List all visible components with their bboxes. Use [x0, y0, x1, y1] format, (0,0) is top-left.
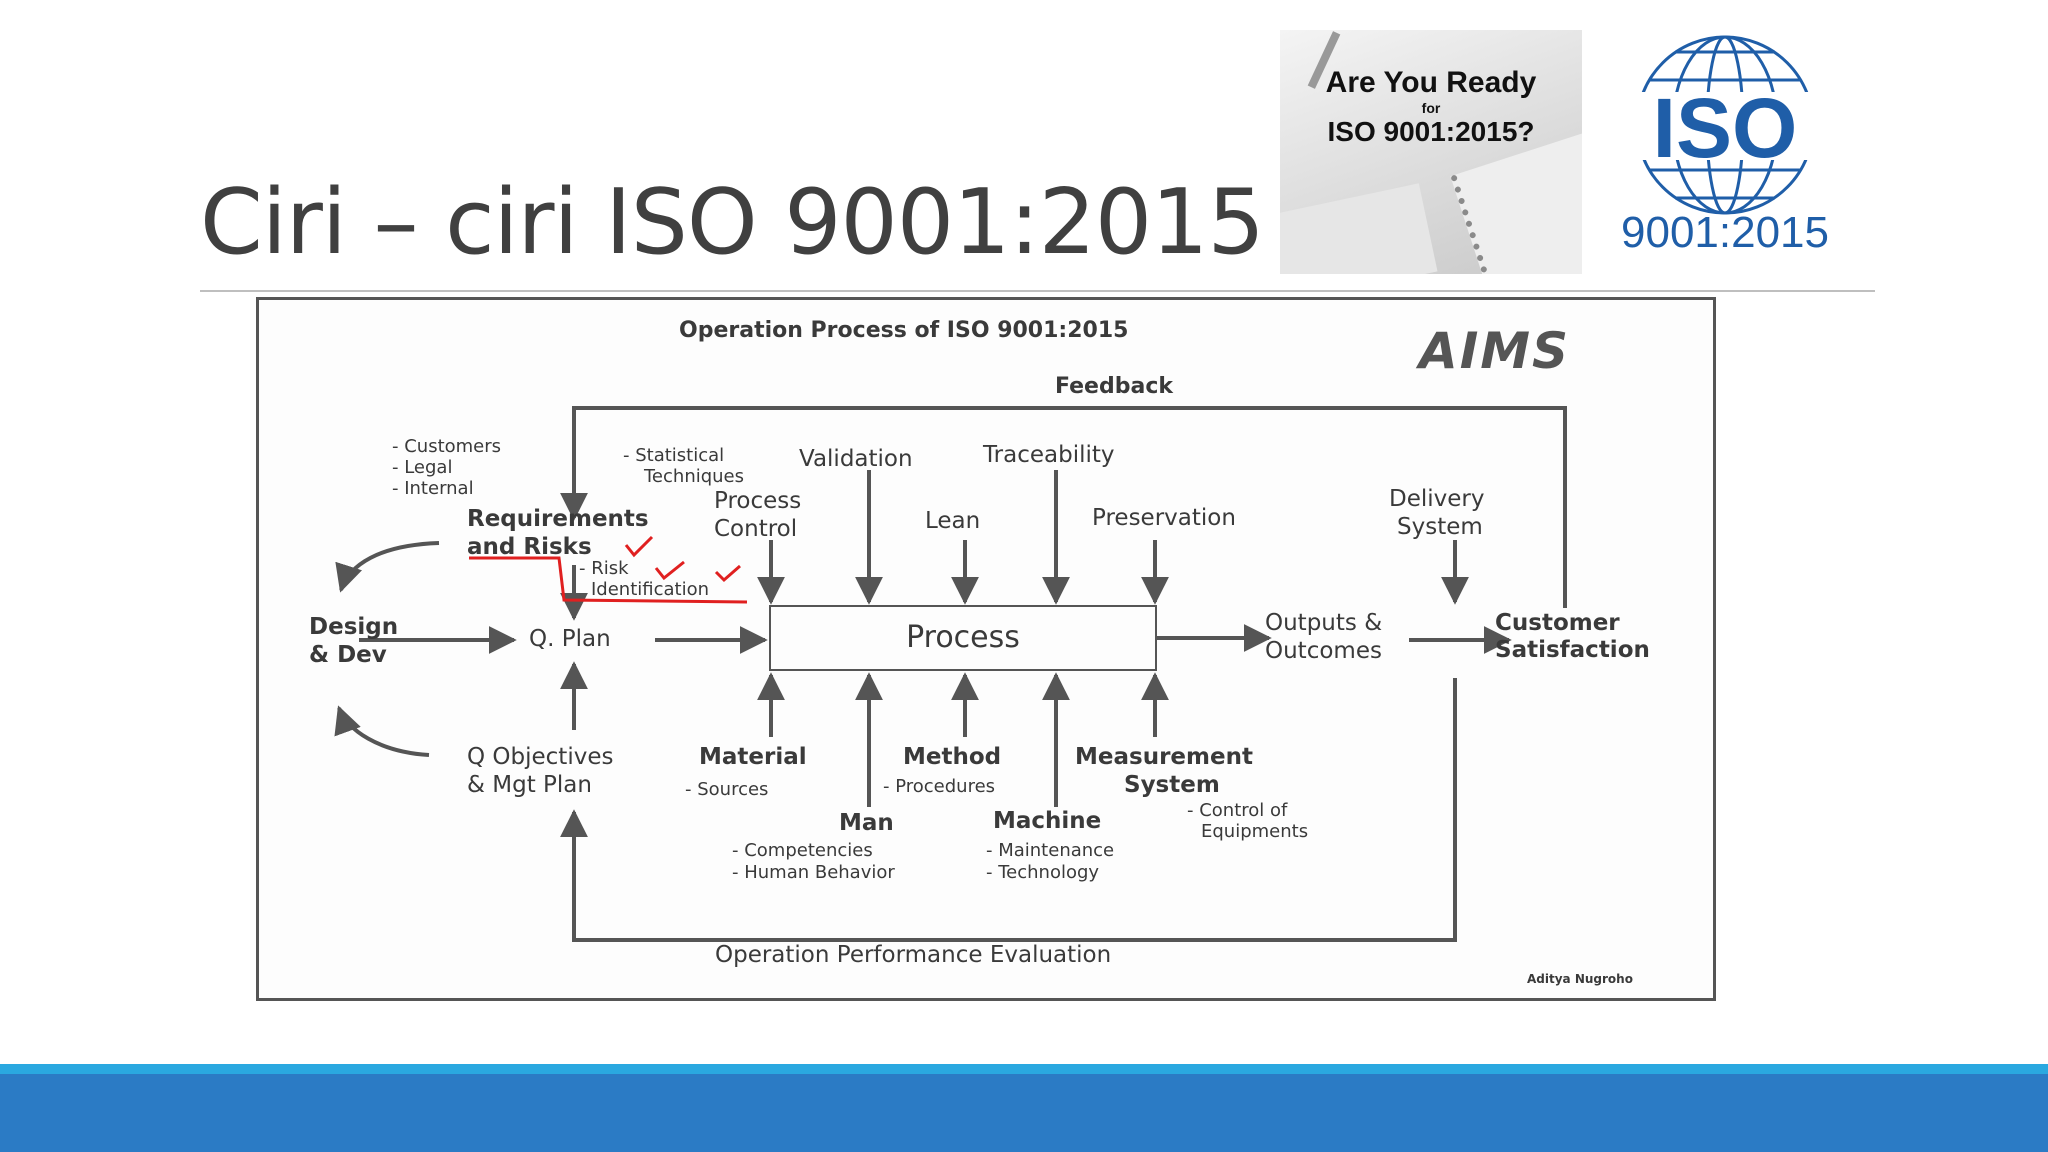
footer-bar: [0, 1074, 2048, 1152]
q-plan-label: Q. Plan: [529, 626, 611, 652]
measurement-sub-2: Equipments: [1201, 821, 1309, 842]
process-box: Process: [769, 605, 1157, 671]
statistical-label-1: - Statistical: [623, 445, 725, 466]
machine-sub-2: - Technology: [986, 862, 1100, 883]
ready-line-3: ISO 9001:2015?: [1327, 116, 1535, 147]
evaluation-arrow: [560, 678, 1457, 942]
feedback-arrow: [560, 406, 1567, 608]
customer-label-1: Customer: [1495, 610, 1620, 636]
material-label: Material: [699, 744, 807, 770]
risk-label-2: Identification: [591, 579, 710, 600]
author-label: Aditya Nugroho: [1527, 972, 1633, 986]
paper-graphic: [1280, 183, 1438, 274]
man-label: Man: [839, 810, 894, 836]
validation-label: Validation: [799, 446, 913, 472]
notepad-graphic: [1450, 131, 1582, 274]
aims-logo: AIMS: [1419, 322, 1571, 380]
man-sub-2: - Human Behavior: [732, 862, 895, 883]
delivery-label-2: System: [1397, 514, 1483, 540]
material-sub: - Sources: [685, 779, 769, 800]
process-control-label-1: Process: [714, 488, 802, 514]
outputs-label-2: Outcomes: [1265, 638, 1382, 664]
measurement-label-2: System: [1124, 772, 1220, 798]
requirements-label-1: Requirements: [467, 506, 649, 532]
footer-accent-bar: [0, 1064, 2048, 1074]
requirements-label-2: and Risks: [467, 534, 592, 560]
measurement-label-1: Measurement: [1075, 744, 1253, 770]
q-objectives-label-1: Q Objectives: [467, 744, 614, 770]
iso-logo-text: ISO: [1653, 81, 1798, 175]
ready-line-2: for: [1421, 100, 1441, 116]
method-label: Method: [903, 744, 1002, 770]
design-label-2: & Dev: [309, 642, 387, 668]
machine-label: Machine: [993, 808, 1102, 834]
are-you-ready-image: Are You Ready for ISO 9001:2015?: [1280, 30, 1582, 274]
iso-logo-year: 9001:2015: [1621, 208, 1829, 257]
q-objectives-label-2: & Mgt Plan: [467, 772, 592, 798]
evaluation-label: Operation Performance Evaluation: [715, 942, 1112, 968]
diagram-lines: [334, 406, 1567, 942]
iso-globe-logo: ISO: [1620, 35, 1830, 215]
legal-item: - Legal: [392, 457, 453, 478]
machine-sub-1: - Maintenance: [986, 840, 1115, 861]
title-divider: [200, 290, 1875, 292]
ready-line-1: Are You Ready: [1325, 66, 1537, 99]
outputs-label-1: Outputs &: [1265, 610, 1383, 636]
red-annotations: [469, 535, 748, 604]
measurement-sub-1: - Control of: [1187, 800, 1288, 821]
curve-arrow-bottom: [334, 705, 430, 757]
statistical-label-2: Techniques: [644, 466, 745, 487]
internal-item: - Internal: [392, 478, 474, 499]
curve-arrow-top: [335, 541, 440, 593]
customer-label-2: Satisfaction: [1495, 637, 1650, 663]
traceability-label: Traceability: [983, 442, 1115, 468]
process-control-label-2: Control: [714, 516, 798, 542]
customers-item: - Customers: [392, 436, 502, 457]
preservation-label: Preservation: [1092, 505, 1236, 531]
lean-label: Lean: [925, 508, 981, 534]
man-sub-1: - Competencies: [732, 840, 873, 861]
delivery-label-1: Delivery: [1389, 486, 1485, 512]
method-sub: - Procedures: [883, 776, 996, 797]
risk-label-1: - Risk: [579, 558, 629, 579]
feedback-label: Feedback: [1055, 374, 1173, 399]
design-label-1: Design: [309, 614, 399, 640]
slide-title: Ciri – ciri ISO 9001:2015: [200, 170, 1265, 275]
operation-process-diagram: Operation Process of ISO 9001:2015 AIMS …: [256, 297, 1716, 1001]
diagram-title: Operation Process of ISO 9001:2015: [679, 318, 1129, 343]
